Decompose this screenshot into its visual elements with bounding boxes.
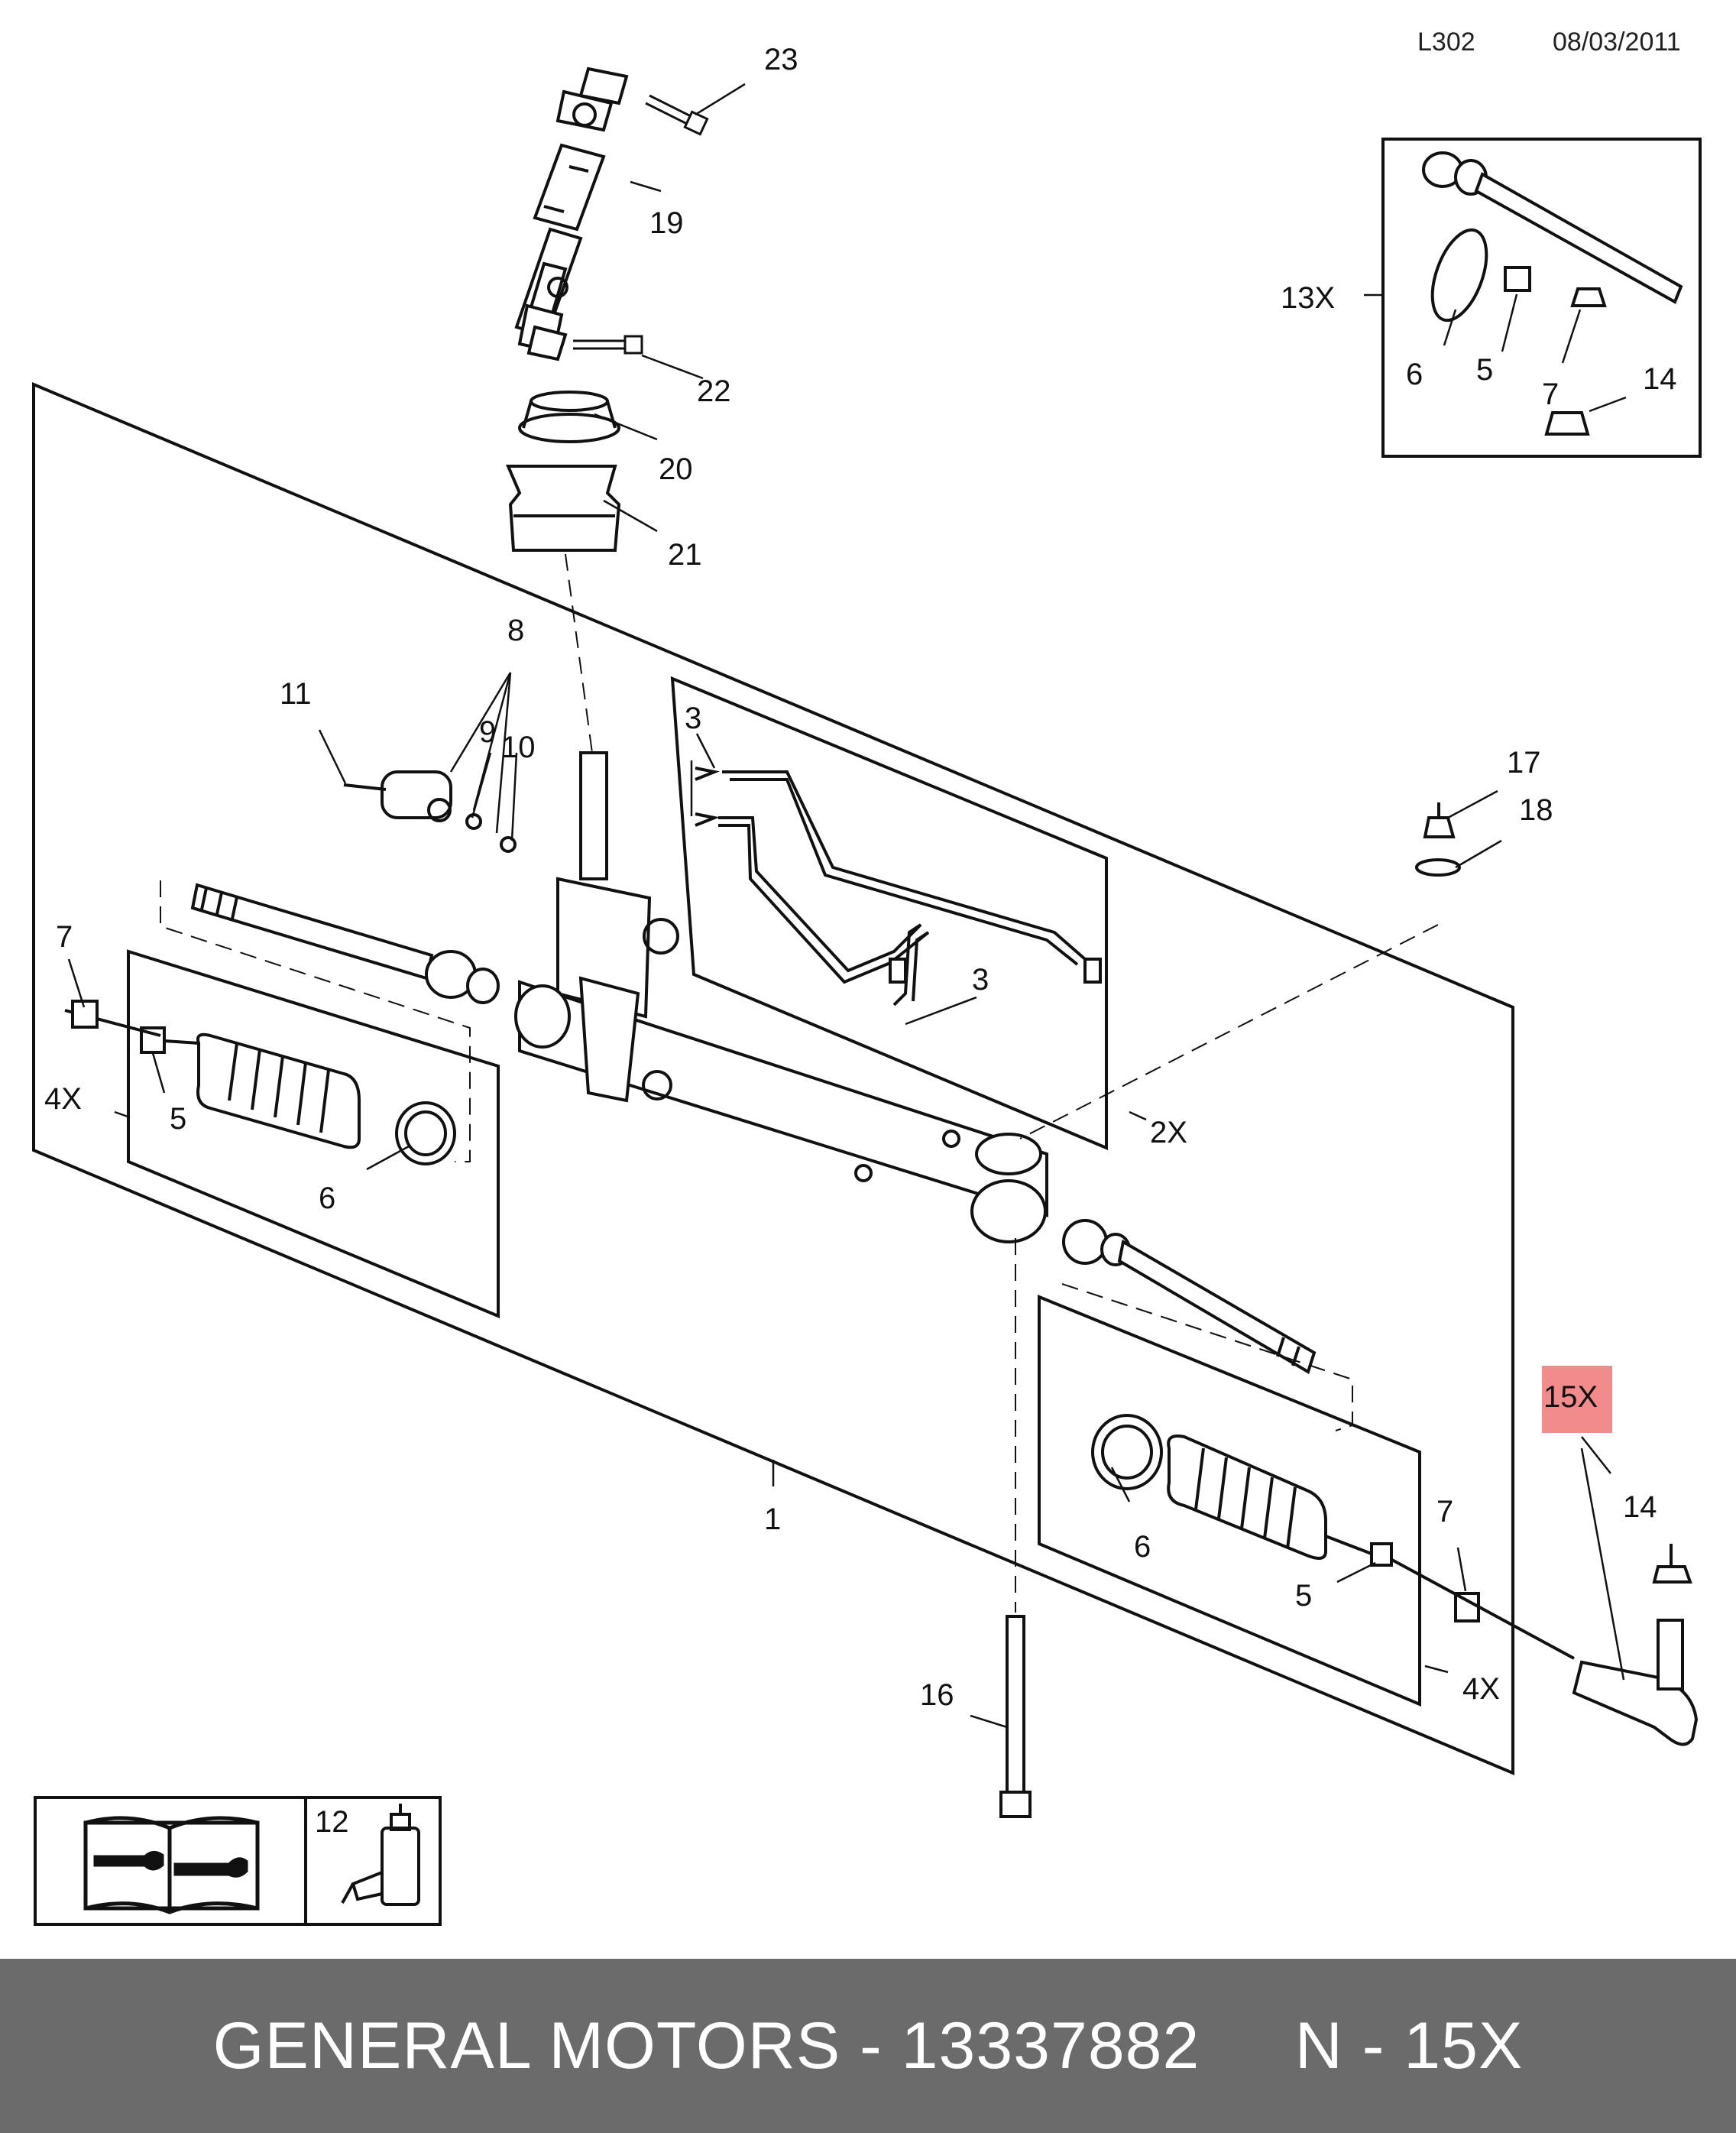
callout-13x: 13X: [1281, 281, 1336, 315]
callout-7c: 7: [1542, 378, 1559, 411]
leader-lines: [67, 83, 1627, 1729]
outer-tie-rod-end: [1572, 1544, 1699, 1746]
callout-3a: 3: [685, 702, 702, 735]
footer-bar: GENERAL MOTORS - 13337882 N - 15X: [0, 1959, 1736, 2133]
right-boot-kit-panel: [1038, 1295, 1421, 1707]
callout-23: 23: [764, 43, 798, 76]
rack-boot-left: [64, 1000, 456, 1165]
pressure-sensor: [343, 770, 517, 853]
callout-6a: 6: [319, 1182, 336, 1215]
callout-5c: 5: [1476, 353, 1494, 387]
hydraulic-lines-panel: [670, 676, 1108, 1151]
steering-gear-housing: [514, 751, 1048, 1243]
callout-7b: 7: [1436, 1495, 1454, 1528]
callout-12: 12: [315, 1805, 349, 1839]
main-assembly-panel: [32, 381, 1514, 1776]
mounting-nut: [1415, 802, 1461, 877]
callout-2x: 2X: [1150, 1116, 1187, 1149]
callout-14a: 14: [1643, 362, 1677, 396]
highlighted-callout-box: [1542, 1366, 1612, 1433]
sealant-tube-icon: [341, 1804, 420, 1906]
callout-21: 21: [668, 538, 702, 572]
callout-6b: 6: [1134, 1530, 1151, 1564]
callout-9: 9: [479, 715, 497, 749]
callout-6c: 6: [1406, 358, 1423, 391]
instruction-box: [34, 1796, 442, 1926]
callout-19: 19: [649, 206, 684, 240]
callout-15x: 15X: [1543, 1380, 1598, 1414]
steering-shaft-seal: [518, 391, 620, 443]
callout-10: 10: [501, 731, 536, 764]
callout-1: 1: [764, 1503, 782, 1536]
callout-17: 17: [1507, 746, 1541, 780]
diagram-code: L302: [1417, 28, 1475, 57]
hydraulic-pipes: [695, 767, 1102, 1007]
callout-16: 16: [920, 1678, 954, 1712]
mounting-bolt-long: [999, 1238, 1032, 1818]
inner-tie-rod-left: [190, 883, 500, 1004]
callout-20: 20: [659, 452, 693, 486]
pinch-bolt-upper: [645, 94, 709, 136]
inner-tie-rod-kit-box: [1381, 138, 1702, 458]
callout-8: 8: [507, 614, 525, 647]
callout-5b: 5: [1295, 1579, 1313, 1613]
footer-part-number: GENERAL MOTORS - 13337882 N - 15X: [212, 2008, 1524, 2083]
callout-18: 18: [1519, 793, 1553, 827]
left-boot-kit-panel: [127, 949, 500, 1319]
callout-7a: 7: [56, 920, 73, 954]
callout-22: 22: [697, 374, 731, 408]
steering-shaft-boot: [505, 465, 621, 552]
diagram-date: 08/03/2011: [1553, 28, 1681, 57]
callout-4x-left: 4X: [44, 1082, 82, 1116]
intermediate-shaft: [514, 66, 629, 361]
service-manual-icon: [83, 1816, 260, 1914]
pinch-bolt-lower: [573, 335, 643, 355]
inset-tie-rod: [1422, 151, 1683, 436]
callout-5a: 5: [170, 1102, 187, 1136]
callout-14b: 14: [1623, 1490, 1657, 1524]
inner-tie-rod-right: [1062, 1219, 1317, 1374]
callout-3b: 3: [972, 963, 989, 997]
rack-boot-right: [1091, 1414, 1575, 1660]
callout-11: 11: [280, 677, 312, 711]
steering-gear-exploded-diagram: [32, 66, 1702, 1926]
callout-4x-right: 4X: [1462, 1672, 1500, 1706]
